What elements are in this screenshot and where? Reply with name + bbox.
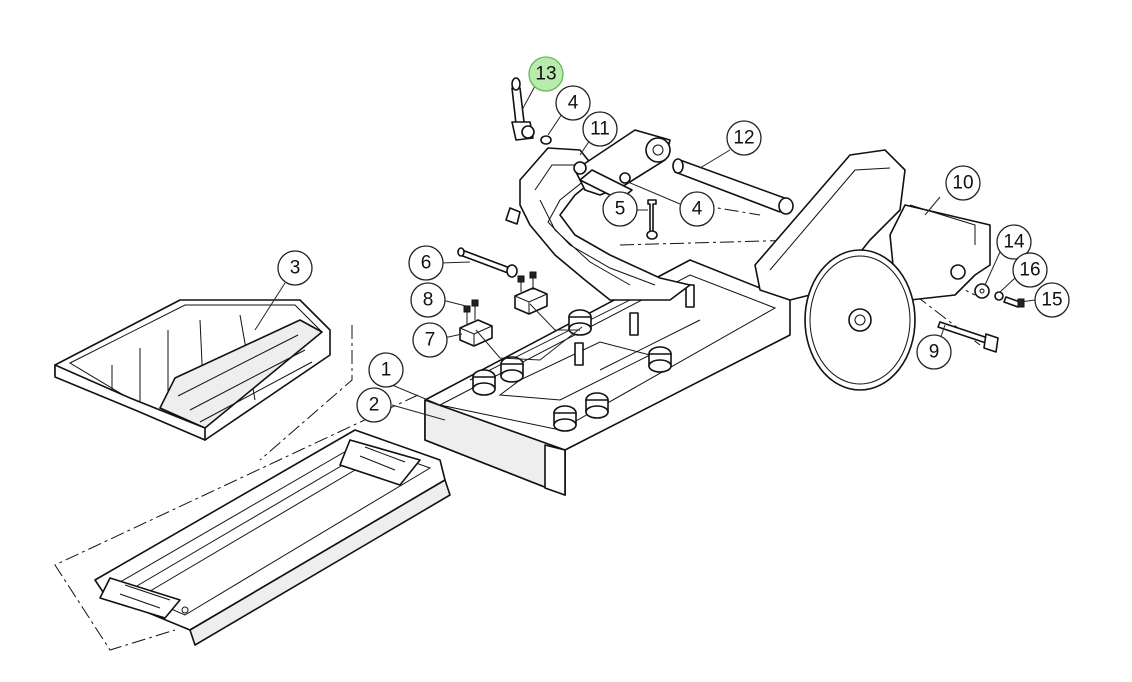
long-bolt-9-part	[937, 321, 999, 353]
svg-text:9: 9	[929, 342, 940, 363]
shaft-part	[672, 158, 794, 215]
svg-text:12: 12	[733, 128, 754, 149]
svg-text:10: 10	[952, 173, 973, 194]
callout-16[interactable]: 16	[1012, 252, 1048, 288]
svg-text:4: 4	[692, 199, 703, 220]
svg-text:14: 14	[1003, 232, 1025, 253]
svg-text:6: 6	[421, 253, 432, 274]
saw-head-part	[754, 149, 991, 391]
callouts: 13 4 11 12 5 4 10 14 16 15 3 6 8 7 1 2 9	[277, 56, 1070, 423]
rubber-feet-group	[472, 309, 672, 432]
leader-lines	[254, 85, 1036, 421]
callout-4-lever-washer[interactable]: 4	[555, 85, 591, 121]
rubber-foot	[500, 356, 524, 383]
rubber-foot	[585, 392, 609, 419]
svg-text:16: 16	[1019, 260, 1040, 281]
clamp-block-part	[459, 271, 548, 347]
rubber-foot	[553, 405, 577, 432]
rubber-foot	[648, 346, 672, 373]
callout-3[interactable]: 3	[277, 250, 313, 286]
callout-8[interactable]: 8	[410, 282, 446, 318]
callout-1[interactable]: 1	[368, 352, 404, 388]
callout-4-pivot-washer[interactable]: 4	[679, 191, 715, 227]
svg-text:5: 5	[615, 199, 626, 220]
svg-text:8: 8	[423, 290, 434, 311]
callout-7[interactable]: 7	[412, 322, 448, 358]
callout-9[interactable]: 9	[916, 334, 952, 370]
main-base-beam-part	[424, 259, 791, 496]
callout-2[interactable]: 2	[356, 387, 392, 423]
sliding-frame-part	[94, 429, 451, 646]
callout-12[interactable]: 12	[726, 120, 762, 156]
svg-text:13: 13	[535, 64, 556, 85]
svg-text:7: 7	[425, 330, 436, 351]
long-bolt-part	[457, 247, 518, 278]
pivot-bolt-part	[646, 199, 658, 240]
callout-10[interactable]: 10	[945, 165, 981, 201]
callout-6[interactable]: 6	[408, 245, 444, 281]
callout-15[interactable]: 15	[1034, 282, 1070, 318]
svg-text:15: 15	[1041, 290, 1062, 311]
callout-5[interactable]: 5	[602, 191, 638, 227]
lever-handle-part	[511, 77, 552, 145]
callout-13[interactable]: 13	[528, 56, 564, 92]
rubber-foot	[568, 309, 592, 336]
callout-11[interactable]: 11	[582, 111, 618, 147]
svg-text:11: 11	[590, 119, 610, 140]
svg-text:1: 1	[381, 360, 392, 381]
blade-fasteners-part	[974, 283, 1025, 308]
svg-text:4: 4	[568, 93, 579, 114]
svg-text:3: 3	[290, 258, 301, 279]
rubber-foot	[472, 369, 496, 396]
svg-text:2: 2	[369, 395, 380, 416]
callout-14[interactable]: 14	[996, 224, 1032, 260]
side-tray-part	[54, 299, 331, 441]
